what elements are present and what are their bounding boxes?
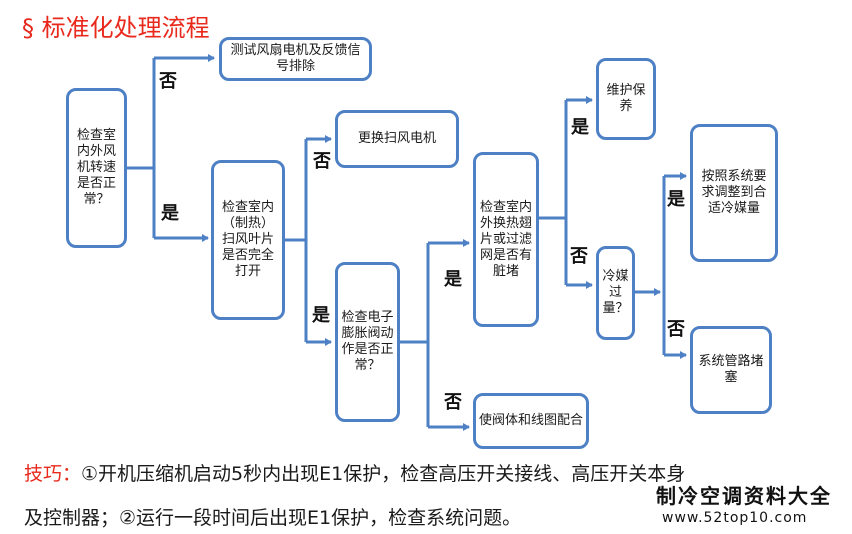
label-valve-no: 否 (444, 392, 462, 413)
label-valve-yes: 是 (444, 269, 462, 290)
node-replace-motor: 更换扫风电机 (335, 110, 459, 168)
node-check-fins: 检查室内外换热翅片或过滤网是否有脏堵 (473, 152, 539, 327)
watermark: 制冷空调资料大全 www.52top10.com (652, 484, 852, 534)
label-over-no: 否 (667, 319, 685, 340)
tip-prefix: 技巧： (24, 463, 82, 485)
flowchart-connectors (127, 54, 687, 431)
node-fit-valve: 使阀体和线图配合 (473, 393, 589, 449)
node-check-valve: 检查电子膨胀阀动作是否正常？ (335, 262, 400, 422)
watermark-name: 制冷空调资料大全 (656, 484, 832, 508)
node-maintain: 维护保养 (596, 58, 656, 140)
node-check-louver: 检查室内（制热）扫风叶片是否完全打开 (211, 160, 285, 320)
node-check-fan: 检查室内外风机转速是否正常？ (66, 88, 127, 248)
tip-line-1-text: ①开机压缩机启动5秒内出现E1保护，检查高压开关接线、高压开关本身 (81, 463, 686, 485)
label-fan-no: 否 (159, 71, 177, 92)
label-louver-yes: 是 (312, 305, 330, 326)
label-over-yes: 是 (667, 189, 685, 210)
label-louver-no: 否 (313, 151, 331, 172)
label-fins-no: 否 (570, 246, 588, 267)
node-adjust: 按照系统要求调整到合适冷媒量 (690, 124, 778, 262)
node-check-overcharge: 冷媒过量？ (596, 246, 635, 340)
tip-line-2: 及控制器；②运行一段时间后出现E1保护，检查系统问题。 (24, 507, 522, 529)
watermark-url: www.52top10.com (662, 510, 808, 526)
label-fins-yes: 是 (571, 117, 589, 138)
tip-line-1: 技巧：①开机压缩机启动5秒内出现E1保护，检查高压开关接线、高压开关本身 (24, 462, 685, 486)
page-title: § 标准化处理流程 (22, 14, 210, 42)
node-pipe-blocked: 系统管路堵塞 (690, 326, 772, 414)
node-test-fan: 测试风扇电机及反馈信号排除 (219, 37, 372, 81)
label-fan-yes: 是 (161, 203, 179, 224)
